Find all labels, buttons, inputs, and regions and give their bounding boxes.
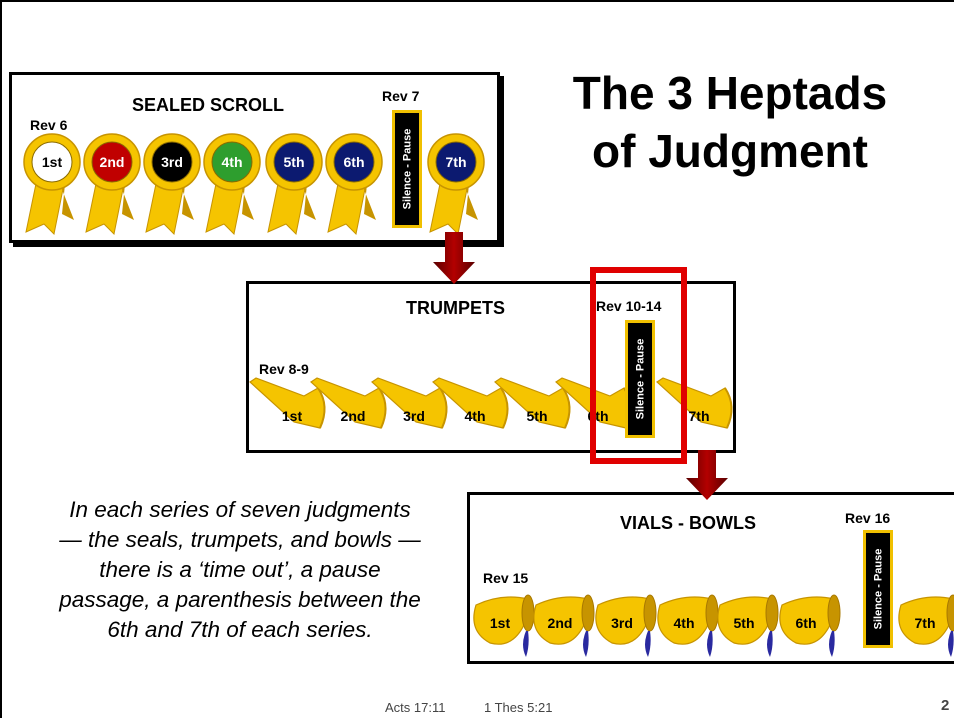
bowl-label-6: 6th (796, 615, 817, 631)
seal-label-4: 4th (222, 154, 243, 170)
trumpets-ref-left: Rev 8-9 (259, 361, 309, 377)
explanation-line-1: In each series of seven judgments (69, 497, 411, 522)
seal-ribbon-5: 5th (265, 133, 323, 236)
title-line-2: of Judgment (592, 125, 868, 177)
vials-ref-pause: Rev 16 (845, 510, 891, 526)
bowl-5: 5th (717, 594, 779, 657)
trumpet-4: 4th (432, 377, 509, 429)
page-number: 2 (941, 697, 950, 714)
seal-label-3: 3rd (161, 154, 183, 170)
seal-ribbon-4: 4th (203, 133, 261, 236)
seal-ribbon-6: 6th (325, 133, 383, 236)
trumpet-label-3: 3rd (403, 408, 425, 424)
bowl-label-3: 3rd (611, 615, 633, 631)
bowl-label-5: 5th (734, 615, 755, 631)
bowl-label-4: 4th (674, 615, 695, 631)
bowl-7: 7th (898, 594, 954, 657)
arrow-seals-to-trumpets (433, 232, 475, 284)
explanation-text: In each series of seven judgments — the … (20, 495, 460, 645)
trumpet-label-1: 1st (282, 408, 303, 424)
title-line-1: The 3 Heptads (572, 67, 888, 119)
explanation-line-5: 6th and 7th of each series. (107, 617, 373, 642)
vials-pause-bar: Silence - Pause (863, 530, 893, 648)
seal-label-5: 5th (284, 154, 305, 170)
seals-pause-bar: Silence - Pause (392, 110, 422, 228)
bowl-label-1: 1st (490, 615, 511, 631)
explanation-line-4: passage, a parenthesis between the (59, 587, 421, 612)
trumpet-2: 2nd (310, 377, 387, 429)
trumpets-pause-bar: Silence - Pause (625, 320, 655, 438)
seal-ribbon-3: 3rd (143, 133, 201, 236)
trumpet-label-2: 2nd (341, 408, 366, 424)
seals-ref-left: Rev 6 (30, 117, 68, 133)
trumpet-label-5: 5th (527, 408, 548, 424)
footer-ref-acts: Acts 17:11 (385, 700, 446, 715)
seal-label-2: 2nd (100, 154, 125, 170)
seal-label-7: 7th (446, 154, 467, 170)
bowl-label-2: 2nd (548, 615, 573, 631)
trumpet-label-4: 4th (465, 408, 486, 424)
bowl-1: 1st (473, 594, 535, 657)
arrow-trumpets-to-vials (686, 450, 728, 500)
seal-ribbon-2: 2nd (83, 133, 141, 236)
explanation-line-2: — the seals, trumpets, and bowls — (59, 527, 421, 552)
seal-label-6: 6th (344, 154, 365, 170)
vials-bowls-panel: VIALS - BOWLS Rev 15 Rev 16 1st 2nd 3rd 4th… (467, 492, 954, 664)
sealed-scroll-panel: SEALED SCROLL Rev 6 Rev 7 1st 2nd 3rd 4th 5t… (9, 72, 500, 243)
trumpets-heading: TRUMPETS (406, 298, 505, 318)
bowl-6: 6th (779, 594, 841, 657)
bowl-4: 4th (657, 594, 719, 657)
trumpet-3: 3rd (371, 377, 448, 429)
trumpet-1: 1st (249, 377, 326, 429)
trumpets-ref-pause: Rev 10-14 (596, 298, 662, 314)
vials-heading: VIALS - BOWLS (620, 513, 756, 533)
slide-title: The 3 Heptads of Judgment (540, 64, 920, 180)
seal-ribbons: 1st 2nd 3rd 4th 5th 6th 7th (23, 133, 485, 236)
pause-highlight-box (590, 267, 687, 464)
seals-ref-pause: Rev 7 (382, 88, 420, 104)
trumpet-5: 5th (494, 377, 571, 429)
bowl-3: 3rd (595, 594, 657, 657)
seal-ribbon-7: 7th (427, 133, 485, 236)
explanation-line-3: there is a ‘time out’, a pause (99, 557, 381, 582)
bowl-icons: 1st 2nd 3rd 4th 5th 6th 7th (473, 594, 954, 657)
bowl-label-7: 7th (915, 615, 936, 631)
footer-ref-thes: 1 Thes 5:21 (484, 700, 553, 715)
trumpet-7: 7th (656, 377, 733, 429)
seal-label-1: 1st (42, 154, 63, 170)
seal-ribbon-1: 1st (23, 133, 81, 236)
trumpet-label-7: 7th (689, 408, 710, 424)
seals-heading: SEALED SCROLL (132, 95, 285, 115)
bowl-2: 2nd (533, 594, 595, 657)
vials-ref-left: Rev 15 (483, 570, 529, 586)
